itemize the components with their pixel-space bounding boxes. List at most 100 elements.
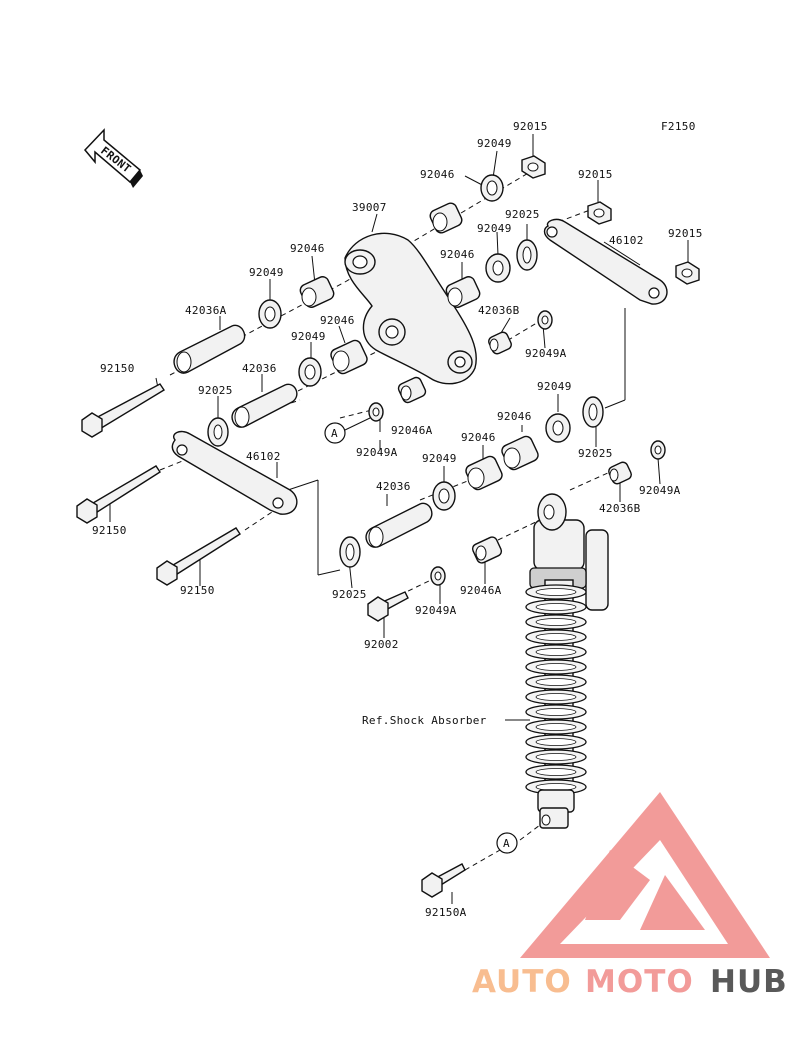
sleeve-42036B-b xyxy=(608,461,632,485)
part-labels: 92015 92049 92046 92015 39007 92025 9201… xyxy=(92,120,702,919)
label-42036A: 42036A xyxy=(185,304,227,317)
label-92049-f: 92049 xyxy=(422,452,457,465)
washer-92025-b xyxy=(207,417,229,447)
nut-92015-b xyxy=(587,201,612,225)
sleeve-42036-a xyxy=(231,383,298,428)
label-92046-f: 92046 xyxy=(461,431,496,444)
spring-coil-inner xyxy=(535,723,577,731)
bolt-92150A xyxy=(421,863,466,898)
label-42036-a: 42036 xyxy=(242,362,277,375)
callout-a-lower: A xyxy=(496,832,518,854)
rocker-arm-39007 xyxy=(344,232,477,385)
label-92049-d: 92049 xyxy=(291,330,326,343)
label-42036B-a: 42036B xyxy=(478,304,520,317)
label-92049-a: 92049 xyxy=(477,137,512,150)
seal-92049-d xyxy=(298,357,322,387)
label-92046-b: 92046 xyxy=(290,242,325,255)
spring-coil-inner xyxy=(535,663,577,671)
label-92025-b: 92025 xyxy=(198,384,233,397)
bolt-92150-c xyxy=(156,527,241,586)
collar-92049A-a xyxy=(537,310,553,330)
spring-coil-inner xyxy=(535,693,577,701)
label-92150-c: 92150 xyxy=(180,584,215,597)
bolt-92002 xyxy=(367,591,409,622)
label-92046-c: 92046 xyxy=(440,248,475,261)
label-92049-e: 92049 xyxy=(537,380,572,393)
spring-coil-inner xyxy=(535,678,577,686)
bearing-92046A-b xyxy=(471,536,503,564)
label-92046-d: 92046 xyxy=(320,314,355,327)
label-92046-a: 92046 xyxy=(420,168,455,181)
sleeve-42036B-a xyxy=(488,331,512,355)
label-92150-b: 92150 xyxy=(92,524,127,537)
callout-a-upper: A xyxy=(324,417,371,444)
label-92049-b: 92049 xyxy=(477,222,512,235)
leader-lines xyxy=(109,134,689,904)
watermark-text-auto: AUTO xyxy=(472,964,572,1000)
label-92002: 92002 xyxy=(364,638,399,651)
bearing-92046-a xyxy=(429,202,463,234)
seal-92049-e xyxy=(545,413,571,443)
label-92049A-a: 92049A xyxy=(525,347,567,360)
seal-92049-f xyxy=(432,481,456,511)
label-92025-a: 92025 xyxy=(505,208,540,221)
bolt-92150-b xyxy=(76,465,161,524)
link-plate-46102-upper xyxy=(543,218,668,305)
label-39007: 39007 xyxy=(352,201,387,214)
spring-coil-inner xyxy=(535,618,577,626)
front-arrow-icon: FRONT xyxy=(83,128,143,188)
seal-92049-c xyxy=(258,299,282,329)
spring-coil-inner xyxy=(535,633,577,641)
spring-coil-inner xyxy=(535,588,577,596)
link-plate-46102-lower xyxy=(171,430,298,515)
spring-coil-inner xyxy=(535,648,577,656)
svg-text:A: A xyxy=(331,427,338,440)
bolts xyxy=(76,383,466,898)
nut-92015-a xyxy=(521,155,546,179)
bearing-92046-e xyxy=(501,435,539,471)
washer-92025-c xyxy=(582,396,604,428)
label-92015-b: 92015 xyxy=(578,168,613,181)
sleeves xyxy=(173,324,632,548)
bearing-92046A-a xyxy=(397,376,427,404)
figure-code: F2150 xyxy=(661,120,696,133)
bearing-92046-f xyxy=(465,455,503,491)
sleeve-42036-b xyxy=(365,502,433,548)
label-46102-b: 46102 xyxy=(246,450,281,463)
collar-92049A-b xyxy=(368,402,384,422)
label-92015-a: 92015 xyxy=(513,120,548,133)
coil-spring xyxy=(525,584,587,795)
label-92046A-b: 92046A xyxy=(460,584,502,597)
seals xyxy=(207,174,666,586)
seal-92049-b xyxy=(485,253,511,283)
label-92046A-a: 92046A xyxy=(391,424,433,437)
label-92150A: 92150A xyxy=(425,906,467,919)
spring-coil-inner xyxy=(535,708,577,716)
svg-text:A: A xyxy=(503,837,510,850)
watermark-text-moto: MOTO xyxy=(585,964,694,1000)
bearings xyxy=(299,202,539,564)
label-46102-a: 46102 xyxy=(609,234,644,247)
bolt-92150-a xyxy=(81,383,165,438)
bearing-92046-b xyxy=(299,276,335,308)
bearing-92046-d xyxy=(330,339,368,375)
label-92049A-b: 92049A xyxy=(356,446,398,459)
watermark-logo: AUTO MOTO HUB xyxy=(472,792,787,1000)
sleeve-42036A xyxy=(173,324,246,374)
label-ref-shock-absorber: Ref.Shock Absorber xyxy=(362,714,487,727)
label-42036B-b: 42036B xyxy=(599,502,641,515)
label-92046-e: 92046 xyxy=(497,410,532,423)
washer-92025-a xyxy=(516,239,538,271)
label-92025-c: 92025 xyxy=(578,447,613,460)
label-92025-d: 92025 xyxy=(332,588,367,601)
label-42036-b: 42036 xyxy=(376,480,411,493)
label-92049-c: 92049 xyxy=(249,266,284,279)
bearing-92046-c xyxy=(445,276,481,308)
label-92150-a: 92150 xyxy=(100,362,135,375)
collar-92049A-c xyxy=(650,440,666,460)
spring-coil-inner xyxy=(535,753,577,761)
nut-92015-c xyxy=(675,261,700,285)
spring-coil-inner xyxy=(535,738,577,746)
collar-92049A-d xyxy=(430,566,446,586)
